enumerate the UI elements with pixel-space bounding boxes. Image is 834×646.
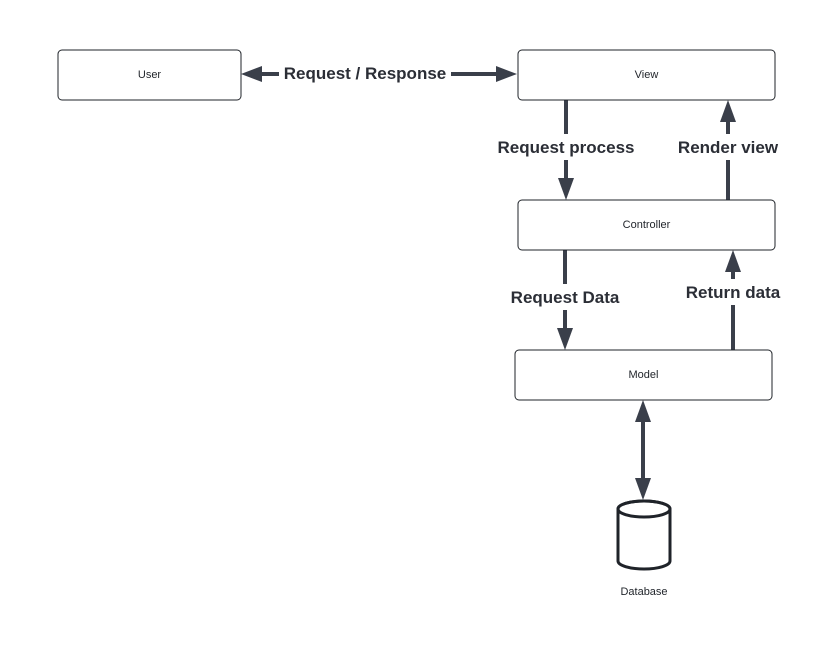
arrowhead-left	[241, 66, 262, 82]
arrowhead-right	[496, 66, 517, 82]
arrowhead-down	[635, 478, 651, 500]
edge-view-controller: Request process	[493, 100, 639, 200]
arrowhead-up	[720, 100, 736, 122]
edge-label-request-process: Request process	[498, 138, 635, 157]
node-controller: Controller	[517, 199, 776, 251]
database-icon	[616, 499, 672, 571]
node-view: View	[517, 49, 776, 101]
arrowhead-up	[725, 250, 741, 272]
node-user: User	[57, 49, 242, 101]
edge-user-view: Request / Response	[241, 60, 517, 86]
node-label-user: User	[138, 69, 162, 81]
edge-label-request-data: Request Data	[511, 288, 620, 307]
arrowhead-down	[557, 328, 573, 350]
edge-label-request-response: Request / Response	[284, 64, 447, 83]
node-label-controller: Controller	[623, 219, 671, 231]
arrowhead-down	[558, 178, 574, 200]
edge-label-render-view: Render view	[678, 138, 779, 157]
node-database: Database	[616, 499, 672, 598]
node-label-database: Database	[620, 586, 667, 598]
edge-label-return-data: Return data	[686, 283, 781, 302]
node-label-view: View	[635, 69, 659, 81]
arrowhead-up	[635, 400, 651, 422]
edge-model-controller: Return data	[680, 250, 786, 350]
node-label-model: Model	[629, 369, 659, 381]
edge-controller-view: Render view	[673, 100, 783, 200]
edge-model-database	[635, 400, 651, 500]
edge-controller-model: Request Data	[506, 250, 624, 350]
node-model: Model	[514, 349, 773, 401]
